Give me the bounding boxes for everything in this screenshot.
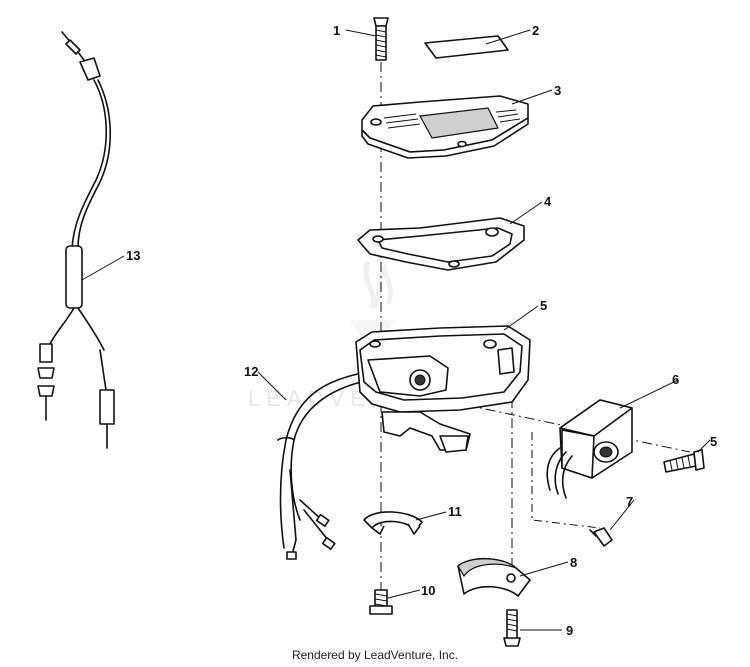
part-wire-harness-12 [277, 371, 371, 560]
callout-2: 2 [532, 23, 539, 38]
part-gasket-4 [357, 217, 525, 271]
callout-4: 4 [544, 194, 552, 209]
part-bolt-10 [369, 589, 393, 615]
callout-6: 6 [672, 372, 679, 387]
part-cover-3 [361, 95, 529, 159]
callout-11: 11 [448, 504, 462, 519]
callout-13: 13 [126, 248, 140, 263]
part-clamp-8 [457, 557, 531, 597]
callout-labels: 1 2 3 4 5 6 5 7 8 9 10 11 12 13 [126, 23, 717, 638]
part-screw-1 [373, 17, 389, 61]
callout-5b: 5 [710, 434, 717, 449]
part-switch-6 [546, 399, 633, 499]
part-pin-7 [589, 527, 613, 547]
part-housing-5 [355, 325, 531, 453]
callout-3: 3 [554, 83, 561, 98]
callout-9: 9 [566, 623, 573, 638]
part-cable-13 [37, 31, 115, 449]
part-screw-5b [663, 449, 705, 473]
callout-5: 5 [540, 298, 547, 313]
callout-1: 1 [333, 23, 340, 38]
part-spacer-11 [363, 511, 423, 535]
footer-credit: Rendered by LeadVenture, Inc. [291, 648, 459, 662]
callout-7: 7 [626, 494, 633, 509]
part-screw-9 [503, 609, 521, 647]
callout-12: 12 [244, 364, 258, 379]
callout-leaders [81, 29, 711, 631]
callout-10: 10 [421, 583, 435, 598]
callout-8: 8 [570, 555, 577, 570]
part-decal-2 [424, 35, 509, 59]
